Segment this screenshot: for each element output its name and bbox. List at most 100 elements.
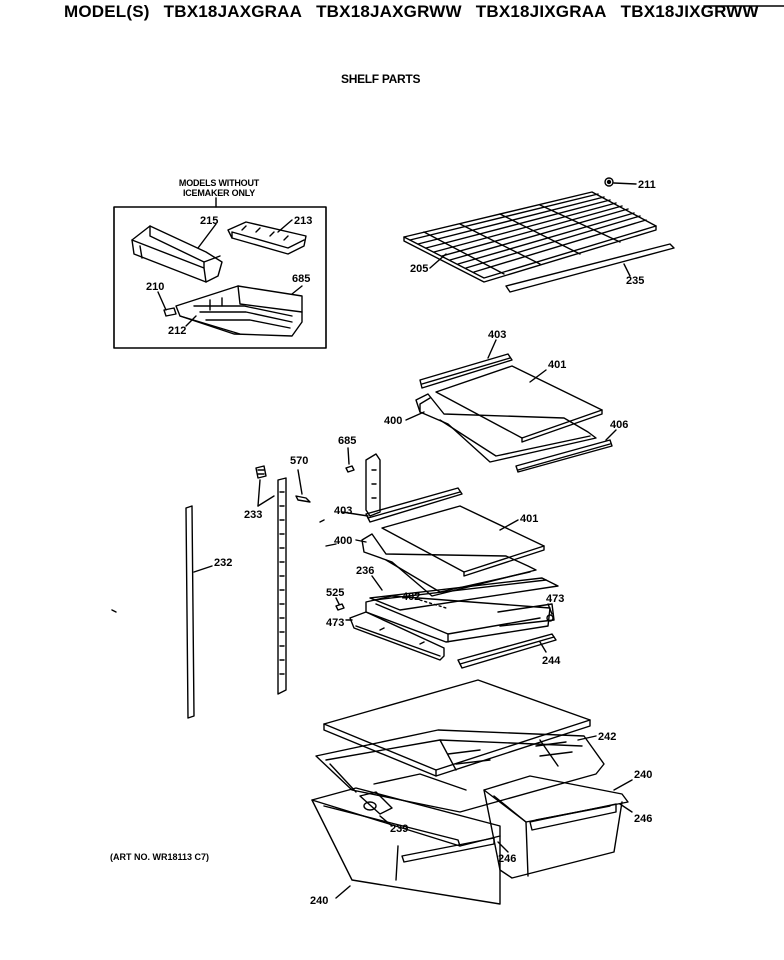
leader-215	[197, 223, 217, 249]
callout-403: 403	[334, 505, 352, 517]
inset-note: MODELS WITHOUT ICEMAKER ONLY	[159, 178, 279, 198]
shelf-frame-400-upper	[415, 393, 597, 463]
model-number: TBX18JAXGRWW	[316, 2, 462, 21]
leader-240b	[335, 885, 351, 899]
spacer-211-center	[606, 179, 612, 185]
ice-bin-215	[131, 225, 223, 283]
leader-400a	[405, 411, 425, 421]
glass-shelf-401-upper	[435, 365, 603, 443]
shelf-frame-400-lower	[361, 533, 537, 597]
callout-406: 406	[610, 419, 628, 431]
model-number: TBX18JAXGRAA	[163, 2, 303, 21]
callout-239: 239	[390, 823, 408, 835]
trim-406	[515, 439, 613, 473]
spacer-211	[604, 177, 614, 187]
callout-211: 211	[638, 179, 656, 191]
model-number: TBX18JIXGRWW	[620, 2, 759, 21]
callout-685: 685	[292, 273, 310, 285]
callout-240: 240	[634, 769, 652, 781]
model-prefix: MODEL(S)	[64, 2, 150, 21]
wire-shelf-205	[403, 191, 657, 283]
inset-note-line: MODELS WITHOUT	[178, 178, 260, 188]
leader-233a	[257, 479, 261, 507]
ice-tray-213	[227, 221, 307, 255]
trim-403-upper	[419, 353, 513, 389]
leader-210	[157, 291, 167, 311]
callout-525: 525	[326, 587, 344, 599]
support-rod-239	[359, 791, 393, 815]
callout-402: 402	[402, 591, 420, 603]
callout-401: 401	[548, 359, 566, 371]
leader-211	[613, 182, 637, 185]
side-rail-232	[185, 505, 195, 719]
callout-400: 400	[334, 535, 352, 547]
screw-570	[295, 495, 311, 503]
leader-406	[605, 429, 617, 441]
leader-400b	[355, 539, 367, 543]
callout-401: 401	[520, 513, 538, 525]
callout-labels: 215 213 685 210 212 211 205 235 403 401 …	[146, 179, 656, 907]
callout-212: 212	[168, 325, 186, 337]
stray-mark	[319, 519, 325, 523]
inset-note-line: ICEMAKER ONLY	[182, 188, 256, 198]
callout-242: 242	[598, 731, 616, 743]
leader-242	[577, 735, 597, 741]
drawer-frame-402	[365, 595, 551, 643]
leader-235	[623, 263, 631, 277]
callout-232: 232	[214, 557, 232, 569]
leader-233b	[257, 495, 275, 507]
glide-244	[457, 633, 557, 669]
callout-473: 473	[326, 617, 344, 629]
leader-232	[193, 565, 213, 573]
leader-213	[277, 219, 293, 233]
leader-685b	[347, 447, 350, 465]
leader-246b	[497, 841, 509, 853]
leader-244	[539, 641, 547, 653]
crisper-frame	[315, 729, 605, 813]
glass-shelf-401-lower	[381, 505, 545, 577]
section-title: SHELF PARTS	[341, 72, 421, 86]
stray-mark	[111, 609, 117, 613]
leader-570	[297, 469, 303, 495]
cover-236	[369, 577, 559, 611]
clip-210	[163, 307, 177, 317]
callout-685: 685	[338, 435, 356, 447]
leader-246a	[619, 803, 633, 813]
leader-401b	[499, 519, 519, 531]
callout-240: 240	[310, 895, 328, 907]
callout-210: 210	[146, 281, 164, 293]
callout-473: 473	[546, 593, 564, 605]
leader-473a	[547, 603, 553, 615]
callout-570: 570	[290, 455, 308, 467]
callout-244: 244	[542, 655, 561, 667]
callout-235: 235	[626, 275, 644, 287]
crisper-cover-242	[323, 679, 591, 777]
clip-233	[255, 465, 267, 479]
callout-236: 236	[356, 565, 374, 577]
leader-212	[185, 315, 197, 327]
callout-400: 400	[384, 415, 402, 427]
model-header: MODEL(S) TBX18JAXGRAA TBX18JAXGRWW TBX18JIX…	[64, 2, 773, 22]
shelf-ladder-rail	[277, 477, 287, 695]
leader-685a	[291, 285, 303, 295]
callout-233: 233	[244, 509, 262, 521]
shelf-rail-235	[505, 243, 675, 293]
screw-525	[335, 597, 345, 611]
callout-246: 246	[634, 813, 652, 825]
model-number: TBX18JIXGRAA	[475, 2, 607, 21]
inset-box	[113, 206, 327, 349]
leader-400b-dash	[325, 543, 337, 547]
callout-246: 246	[498, 853, 516, 865]
leader-402	[419, 599, 447, 609]
shelf-bracket	[365, 453, 381, 517]
callout-205: 205	[410, 263, 428, 275]
crisper-pan-240-right	[483, 775, 629, 879]
leader-240a	[613, 779, 633, 791]
art-number: (ART NO. WR18113 C7)	[110, 852, 210, 862]
leader-403b	[341, 511, 369, 517]
crisper-pan-240-left	[311, 787, 501, 905]
leader-401a	[529, 369, 547, 383]
screw-685b	[345, 465, 355, 473]
leader-403a	[487, 339, 497, 359]
